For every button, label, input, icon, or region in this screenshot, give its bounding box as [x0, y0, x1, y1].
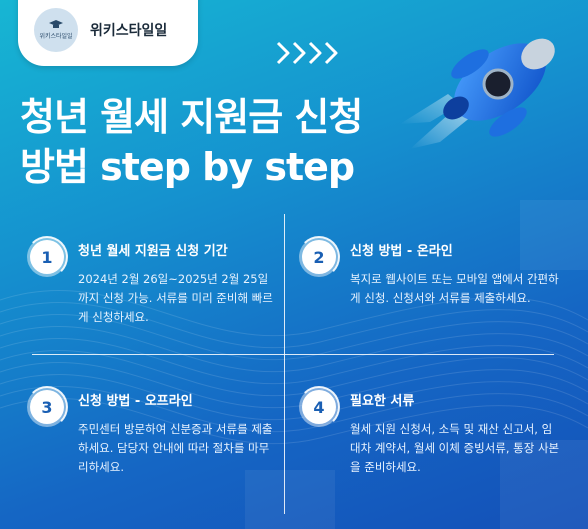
- step-description: 2024년 2월 26일~2025년 2월 25일까지 신청 가능. 서류를 미…: [78, 272, 273, 324]
- decorative-square: [245, 470, 335, 529]
- step-description: 월세 지원 신청서, 소득 및 재산 신고서, 임대차 계약서, 월세 이체 증…: [350, 422, 560, 474]
- step-title: 필요한 서류: [350, 394, 415, 409]
- graduation-cap-icon: [49, 20, 63, 28]
- brand-logo: 위키스타일일: [34, 8, 78, 52]
- decorative-square: [520, 200, 588, 270]
- step-description: 주민센터 방문하여 신분증과 서류를 제출하세요. 담당자 안내에 따라 절차를…: [78, 422, 273, 474]
- grid-divider-horizontal: [32, 354, 554, 355]
- brand-logo-text: 위키스타일일: [39, 33, 73, 40]
- decorative-square: [500, 440, 588, 529]
- brand-name: 위키스타일일: [90, 23, 168, 39]
- grid-divider-vertical: [284, 214, 285, 514]
- step-title: 신청 방법 - 온라인: [350, 244, 453, 259]
- chevron-arrows-icon: [276, 41, 338, 65]
- step-ring: [26, 236, 68, 278]
- step-title: 청년 월세 지원금 신청 기간: [78, 244, 228, 259]
- rocket-icon: [400, 38, 555, 149]
- title-line-2: 방법 step by step: [20, 145, 355, 189]
- page-title: 청년 월세 지원금 신청 방법 step by step: [20, 92, 363, 192]
- step-description: 복지로 웹사이트 또는 모바일 앱에서 간편하게 신청. 신청서와 서류를 제출…: [350, 272, 559, 305]
- step-title: 신청 방법 - 오프라인: [78, 394, 193, 409]
- step-ring: [298, 236, 340, 278]
- step-ring: [298, 386, 340, 428]
- step-ring: [26, 386, 68, 428]
- brand-card: 위키스타일일 위키스타일일: [18, 0, 198, 66]
- title-line-1: 청년 월세 지원금 신청: [20, 95, 363, 139]
